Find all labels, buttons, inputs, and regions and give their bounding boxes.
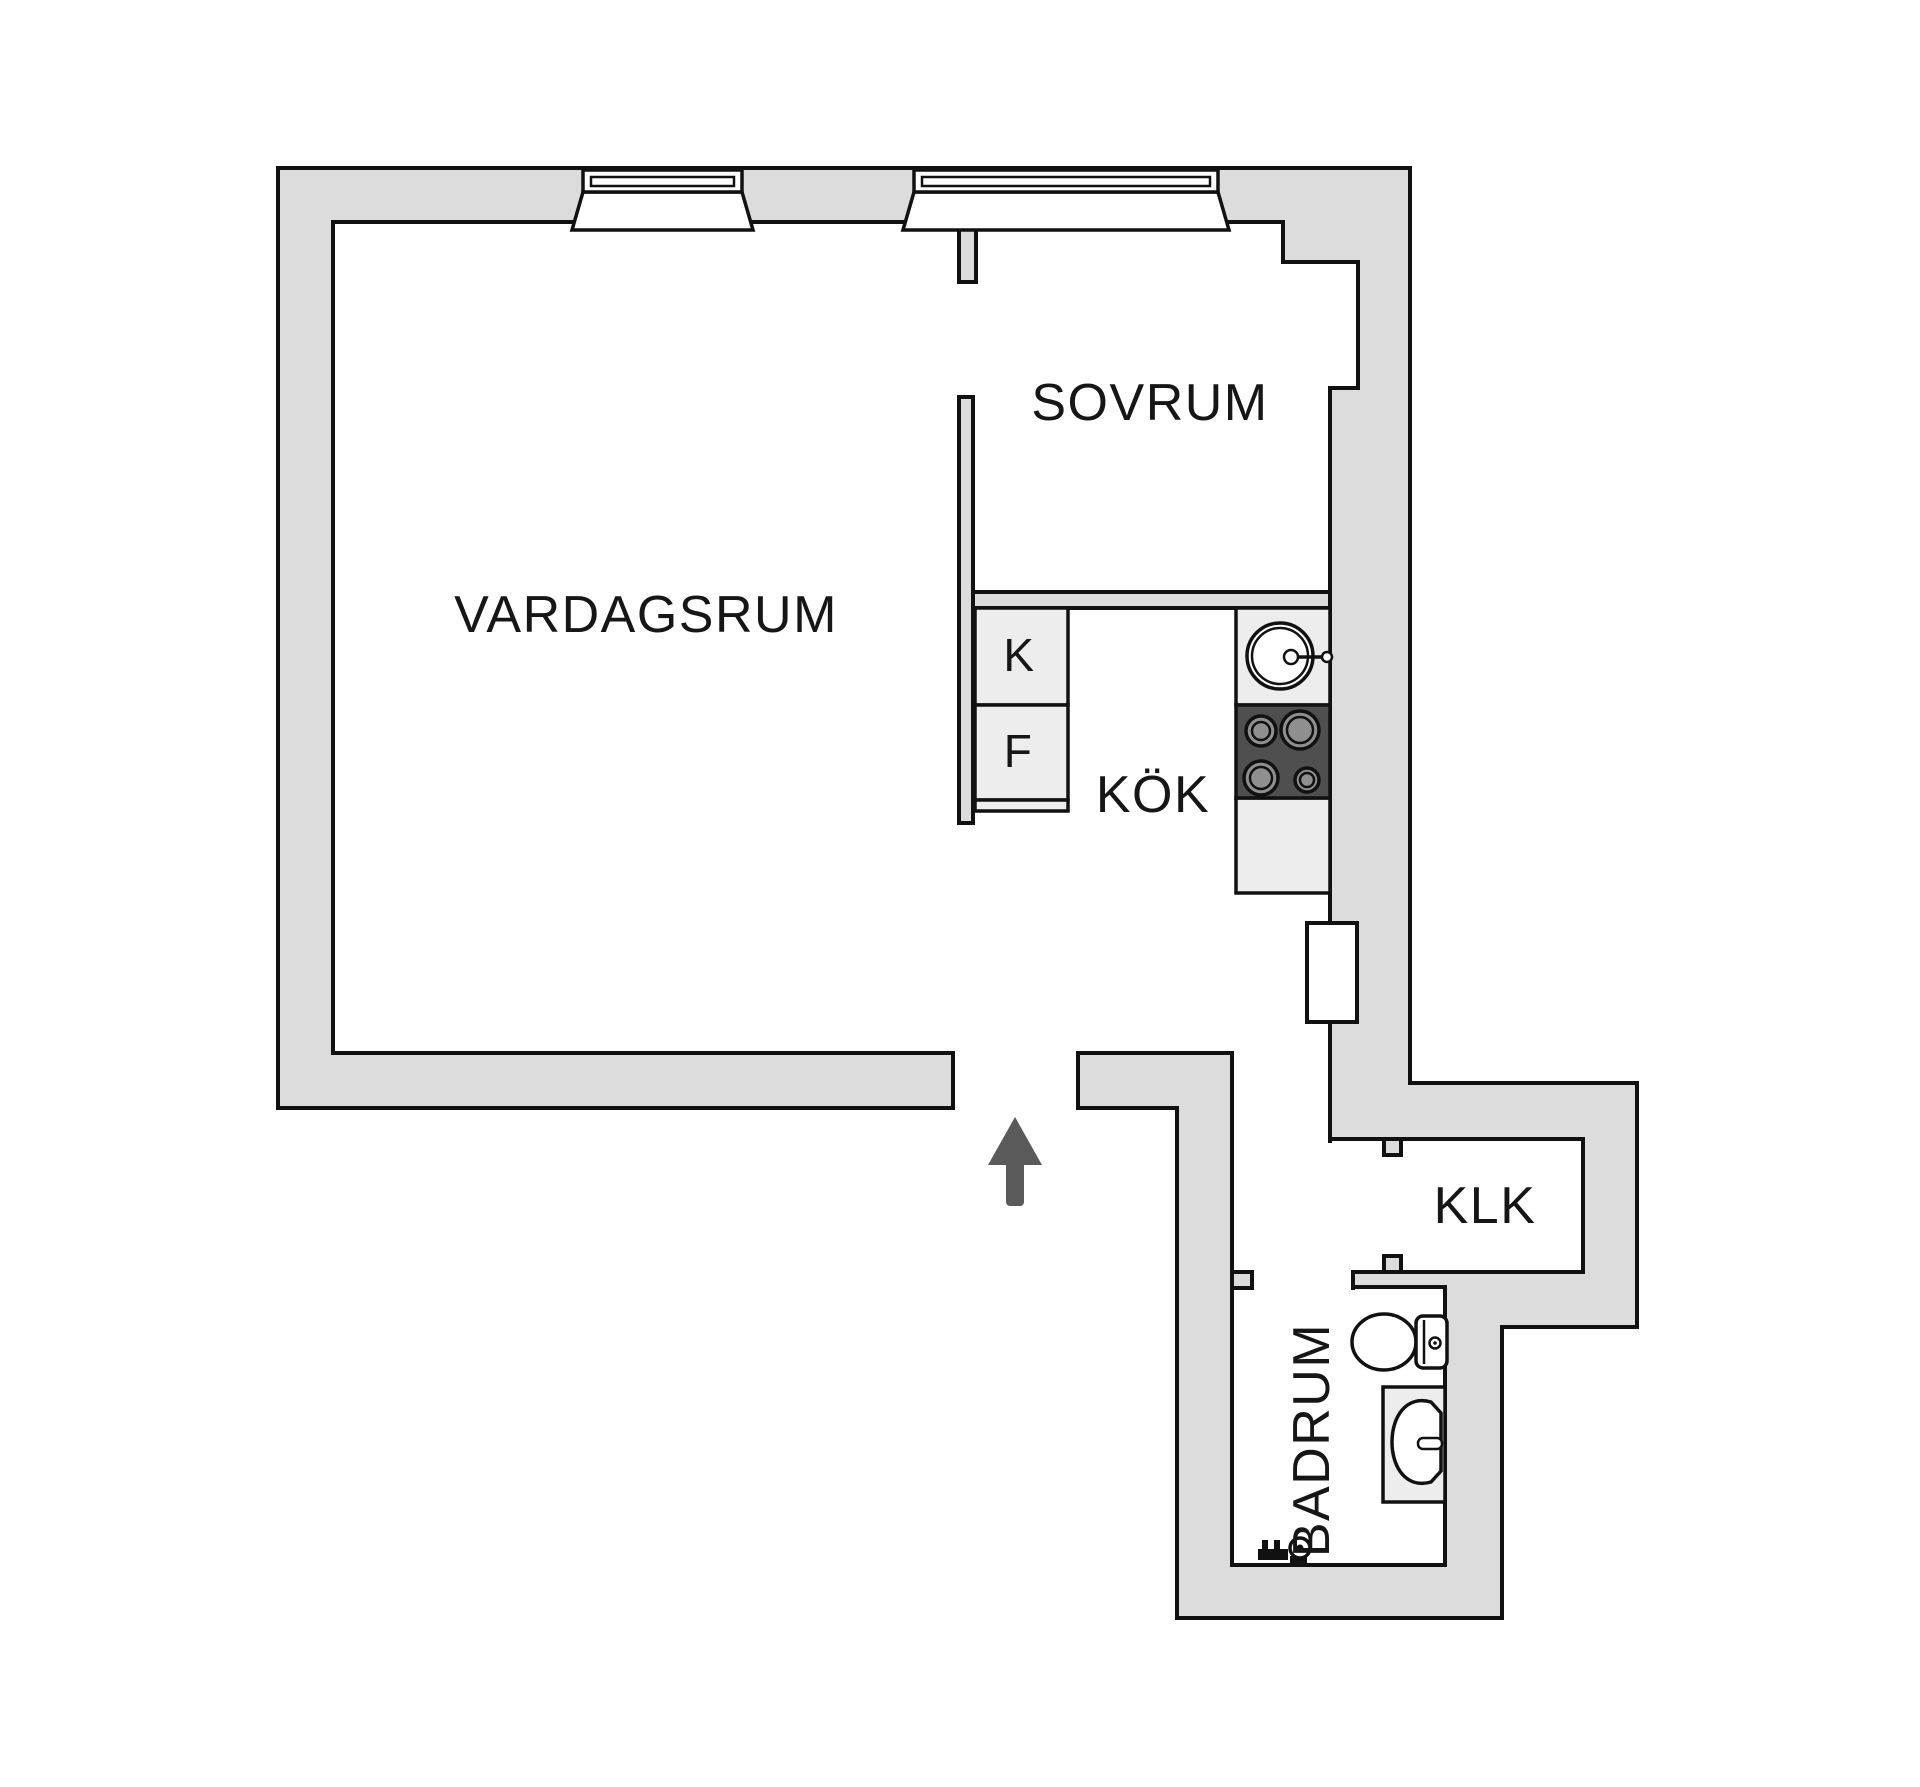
washbasin <box>1381 1385 1447 1504</box>
main-floor <box>331 220 1360 1274</box>
counter-end-strip <box>973 798 1070 813</box>
fridge-cabinet <box>973 606 1070 707</box>
toilet <box>1350 1312 1449 1372</box>
entry-door-opening <box>955 1049 1076 1112</box>
window-glazing <box>920 175 1212 188</box>
kitchen-sovrum-wall <box>971 590 1332 610</box>
label-badrum: BADRUM <box>1283 1323 1341 1557</box>
sovrum-vardagsrum-wall <box>957 395 975 825</box>
toilet-bowl-icon <box>1350 1312 1418 1372</box>
label-freezer: F <box>1004 725 1033 777</box>
window-sill <box>569 190 756 232</box>
sink-tap-base <box>1282 648 1300 666</box>
shower-mixer-icon <box>1258 1536 1312 1564</box>
burner-icon <box>1293 766 1321 794</box>
label-sovrum: SOVRUM <box>1031 374 1268 432</box>
label-klk: KLK <box>1434 1177 1537 1235</box>
washbasin-bowl-icon <box>1390 1398 1443 1486</box>
klk-door-jamb-top <box>1382 1137 1403 1157</box>
label-kok: KÖK <box>1096 766 1210 824</box>
stove-burners <box>1242 709 1321 797</box>
klk-door-jamb-bottom <box>1382 1254 1403 1274</box>
entry-arrow-icon <box>988 1117 1042 1206</box>
label-vardagsrum: VARDAGSRUM <box>454 586 838 644</box>
klk-passage-opening <box>1326 1143 1334 1268</box>
window-sill <box>900 190 1232 232</box>
burner-ring <box>1285 715 1315 745</box>
burner-ring <box>1298 771 1316 789</box>
lower-counter <box>1234 796 1332 895</box>
window <box>569 168 756 232</box>
burner-icon <box>1244 714 1278 748</box>
badrum-door-opening <box>1254 1268 1351 1291</box>
klk-floor <box>1328 1137 1585 1274</box>
window-glazing <box>589 175 736 188</box>
washbasin-tap <box>1416 1436 1444 1451</box>
sink-tap-knob <box>1320 650 1334 664</box>
label-fridge: K <box>1003 629 1034 681</box>
burner-ring <box>1250 720 1272 742</box>
window <box>900 168 1232 232</box>
toilet-button-dot <box>1433 1341 1437 1345</box>
kitchen-sink <box>1245 621 1334 691</box>
burner-ring <box>1248 765 1274 791</box>
freezer-cabinet <box>973 703 1070 802</box>
badrum-door-jamb <box>1230 1270 1254 1290</box>
wall-niche <box>1305 921 1359 1024</box>
